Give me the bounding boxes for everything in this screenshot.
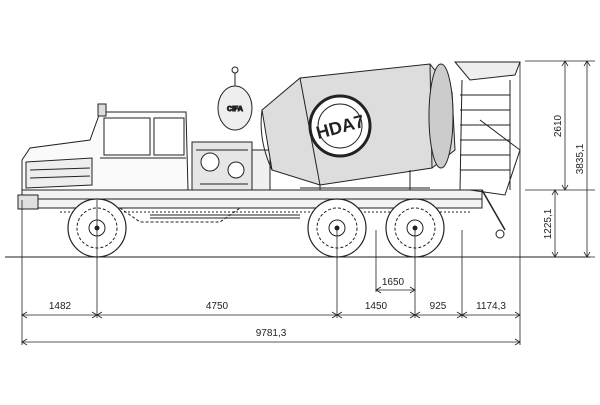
dim-rear-axle-spacing: 1450 bbox=[365, 301, 388, 312]
rear-ladder-hopper bbox=[453, 61, 521, 239]
water-tank: CIFA bbox=[217, 66, 253, 131]
dim-rear-axles-span: 1650 bbox=[382, 277, 405, 288]
dim-overall-length: 9781,3 bbox=[256, 328, 287, 339]
truck-cab bbox=[17, 103, 189, 210]
dim-rear-overhang: 1174,3 bbox=[476, 301, 506, 312]
dim-wheelbase-front: 4750 bbox=[206, 301, 229, 312]
dim-chassis-height: 1225,1 bbox=[543, 208, 554, 239]
rear-wheel-1 bbox=[307, 198, 367, 258]
dim-overall-height: 3835,1 bbox=[575, 143, 586, 174]
horizontal-dimensions bbox=[21, 62, 521, 346]
dim-front-overhang: 1482 bbox=[49, 301, 72, 312]
mixer-logo: HDA7 bbox=[308, 94, 372, 158]
drum-support-frame bbox=[269, 170, 430, 190]
dim-rear-to-drum-end: 925 bbox=[430, 301, 447, 312]
hydraulic-pump-cluster bbox=[191, 141, 271, 191]
dim-mixer-height: 2610 bbox=[553, 114, 564, 137]
vertical-dimensions bbox=[525, 60, 595, 258]
tank-badge: CIFA bbox=[227, 106, 243, 113]
